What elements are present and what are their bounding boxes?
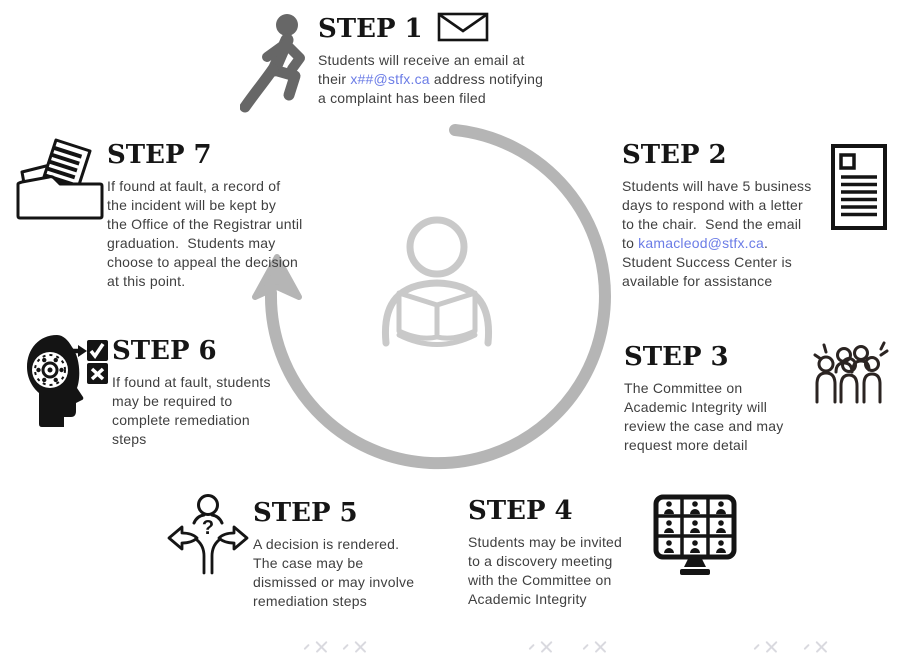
folder-documents-icon	[12, 134, 108, 220]
step-2-title: STEP 2	[622, 140, 727, 170]
committee-people-icon	[810, 338, 892, 404]
document-letter-icon	[830, 143, 888, 231]
step-7-title: STEP 7	[107, 140, 212, 170]
running-person-icon	[240, 12, 316, 114]
step-5-title: STEP 5	[253, 498, 358, 528]
decision-paths-icon: ?	[166, 492, 250, 576]
step-1-description: Students will receive an email at their …	[318, 52, 544, 107]
step-3: STEP 3 The Committee on Academic Integri…	[624, 342, 814, 455]
step-7: STEP 7 If found at fault, a record of th…	[107, 140, 329, 291]
reading-person-icon	[381, 216, 493, 347]
step-4-title: STEP 4	[468, 496, 573, 526]
step-2-description: Students will have 5 business days to re…	[622, 178, 812, 290]
video-meeting-icon	[652, 493, 738, 581]
step-6: STEP 6 If found at fault, students may b…	[112, 336, 312, 449]
email-envelope-icon	[437, 12, 489, 42]
step-4: STEP 4 Students may be invited to a disc…	[468, 496, 668, 609]
step-1: STEP 1 Students will receive an email at…	[318, 14, 566, 108]
watermark-x-mark	[803, 637, 837, 654]
step-3-description: The Committee on Academic Integrity will…	[624, 380, 784, 454]
watermark-x-mark	[528, 637, 562, 654]
step-6-description: If found at fault, students may be requi…	[112, 374, 271, 448]
step-3-title: STEP 3	[624, 342, 729, 372]
step-1-email-link[interactable]: x##@stfx.ca	[350, 71, 430, 88]
watermark-x-mark	[342, 637, 376, 654]
step-2-email-link[interactable]: kamacleod@stfx.ca	[638, 235, 764, 252]
head-gear-checklist-icon	[24, 332, 110, 432]
step-2: STEP 2 Students will have 5 business day…	[622, 140, 850, 291]
svg-text:?: ?	[202, 517, 214, 539]
step-5-description: A decision is rendered. The case may be …	[253, 536, 415, 610]
step-7-description: If found at fault, a record of the incid…	[107, 178, 303, 290]
step-5: STEP 5 A decision is rendered. The case …	[253, 498, 453, 611]
watermark-x-mark	[303, 637, 337, 654]
step-1-title: STEP 1	[318, 14, 423, 44]
step-4-description: Students may be invited to a discovery m…	[468, 534, 623, 608]
watermark-x-mark	[753, 637, 787, 654]
watermark-x-mark	[582, 637, 616, 654]
step-6-title: STEP 6	[112, 336, 217, 366]
